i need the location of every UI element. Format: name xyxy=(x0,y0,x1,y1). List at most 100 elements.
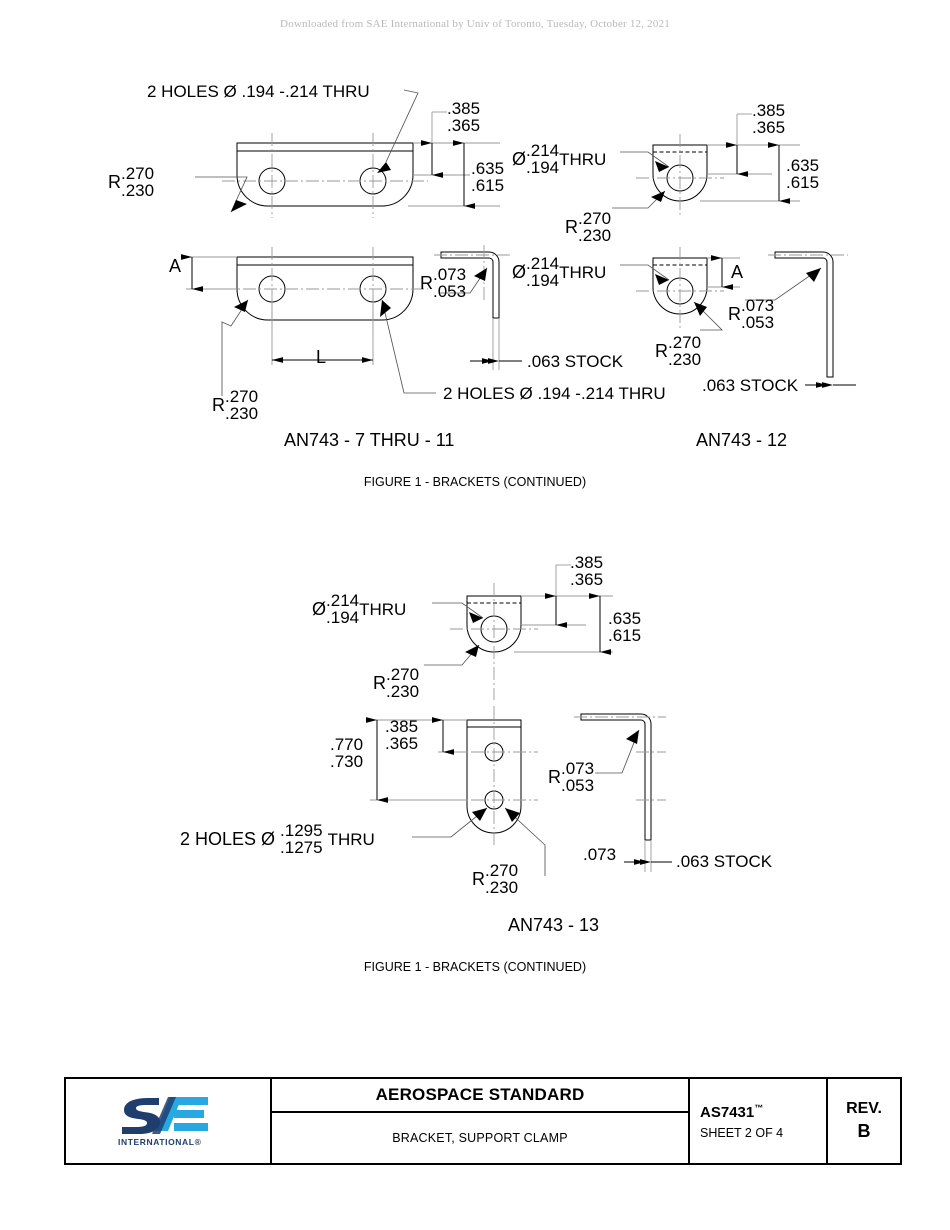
corner-radius-b: R .270 .230 xyxy=(565,210,611,245)
part-number-an743-12: AN743 - 12 xyxy=(696,430,788,450)
flange-height-c2: .385 .365 xyxy=(385,718,418,753)
overall-height-b: .635 .615 xyxy=(786,157,819,192)
bend-radius-max: .073 xyxy=(433,265,467,284)
title-block-logo-cell: INTERNATIONAL® xyxy=(66,1079,272,1163)
flange-height-min-c2: .365 xyxy=(385,734,419,754)
title-block-doc-cell: AS7431™ SHEET 2 OF 4 xyxy=(690,1079,828,1163)
bend-radius-max-c: .073 xyxy=(561,759,595,778)
radius-symbol-b: R xyxy=(565,217,578,238)
trademark-symbol: ™ xyxy=(754,1102,764,1113)
hole-dia-b2: Ø .214 .194 THRU xyxy=(512,255,606,290)
diameter-symbol-2: Ø xyxy=(512,262,527,283)
two-holes-suffix: THRU xyxy=(327,829,375,849)
hole-spacing-c: .770 .730 xyxy=(330,736,363,771)
hole-dia-min-2: .194 xyxy=(526,271,560,291)
radius-max-b2: .270 xyxy=(668,333,702,352)
stock-note-b: .063 STOCK xyxy=(702,376,799,395)
overall-height-min: .615 xyxy=(471,176,505,196)
title-block-title-cell: AEROSPACE STANDARD BRACKET, SUPPORT CLAM… xyxy=(272,1079,690,1163)
diameter-symbol-c: Ø xyxy=(312,599,327,620)
bend-radius-symbol: R xyxy=(420,273,433,294)
radius-max-c: .270 xyxy=(386,665,420,684)
overall-height-max-b: .635 xyxy=(786,156,820,175)
hole-spacing-max: .770 xyxy=(330,735,364,754)
figure-caption-top: FIGURE 1 - BRACKETS (CONTINUED) xyxy=(363,475,587,489)
flange-height-b: .385 .365 xyxy=(752,102,785,137)
bend-radius-max-b: .073 xyxy=(741,296,775,315)
thru-note-c: THRU xyxy=(359,599,407,619)
thru-note-2: THRU xyxy=(559,262,607,282)
hole-dia-max: .214 xyxy=(526,141,560,160)
overall-height-max-c: .635 xyxy=(608,609,642,628)
flange-height-max-c: .385 xyxy=(570,553,604,572)
radius-min-b2: .230 xyxy=(668,350,702,370)
hole-dia-min-c: .194 xyxy=(326,608,360,628)
flange-height-max: .385 xyxy=(447,99,481,118)
bend-radius-min-b: .053 xyxy=(741,313,775,333)
standard-type: AEROSPACE STANDARD xyxy=(272,1079,688,1113)
diameter-symbol: Ø xyxy=(512,149,527,170)
overall-height-max: .635 xyxy=(471,159,505,178)
revision-value: B xyxy=(857,1121,871,1141)
overall-height-min-c: .615 xyxy=(608,626,642,646)
bend-radius-b: R .073 .053 xyxy=(728,297,774,332)
radius-symbol: R xyxy=(108,172,121,193)
radius-min: .230 xyxy=(121,181,155,201)
dim-a-label: A xyxy=(169,256,182,276)
document-number: AS7431™ xyxy=(700,1102,764,1121)
part-number-an743-13: AN743 - 13 xyxy=(508,915,600,935)
hole-dia-max-2: .214 xyxy=(526,254,560,273)
overall-height-min-b: .615 xyxy=(786,173,820,193)
corner-radius-c2: R .270 .230 xyxy=(472,862,518,897)
stock-note-c: .063 STOCK xyxy=(676,852,773,871)
flange-height-a: .385 .365 xyxy=(447,100,480,135)
radius-min-c: .230 xyxy=(386,682,420,702)
flange-height-min-b: .365 xyxy=(752,118,786,138)
two-holes-note-c: 2 HOLES Ø .1295 .1275 THRU xyxy=(180,822,375,857)
corner-radius-b2: R .270 .230 xyxy=(655,334,701,369)
sae-logo-mark xyxy=(122,1097,208,1134)
bend-radius-min: .053 xyxy=(433,282,467,302)
title-block: INTERNATIONAL® AEROSPACE STANDARD BRACKE… xyxy=(64,1077,902,1165)
flange-height-min: .365 xyxy=(447,116,481,136)
revision-label: REV. xyxy=(846,1100,882,1117)
overall-height-a: .635 .615 xyxy=(471,160,504,195)
thru-note: THRU xyxy=(559,149,607,169)
flange-height-min-c: .365 xyxy=(570,570,604,590)
bend-radius-symbol-b: R xyxy=(728,304,741,325)
dim-a-label-b: A xyxy=(731,262,744,282)
two-holes-min: .1275 xyxy=(280,838,323,858)
radius-max-b: .270 xyxy=(578,209,612,228)
sae-logo-subtext: INTERNATIONAL® xyxy=(118,1137,202,1147)
flange-height-c: .385 .365 xyxy=(570,554,603,589)
overall-height-c: .635 .615 xyxy=(608,610,641,645)
radius-symbol-b2: R xyxy=(655,341,668,362)
radius-min-b: .230 xyxy=(578,226,612,246)
radius-symbol-c2: R xyxy=(472,869,485,890)
radius-max-2: .270 xyxy=(225,387,259,406)
radius-min-2: .230 xyxy=(225,404,259,424)
bend-radius-c: R .073 .053 xyxy=(548,760,594,795)
corner-radius-c: R .270 .230 xyxy=(373,666,419,701)
figure-caption-bottom: FIGURE 1 - BRACKETS (CONTINUED) xyxy=(363,960,587,974)
holes-note-a2: 2 HOLES Ø .194 -.214 THRU xyxy=(443,384,666,403)
hole-dia-max-c: .214 xyxy=(326,591,360,610)
leg-dim-c: .073 xyxy=(583,845,617,864)
radius-symbol-c: R xyxy=(373,673,386,694)
corner-radius-a2: R .270 .230 xyxy=(212,388,258,423)
dim-l-label: L xyxy=(316,347,327,367)
bend-radius-symbol-c: R xyxy=(548,767,561,788)
corner-radius-a: R .270 .230 xyxy=(108,165,154,200)
document-title: BRACKET, SUPPORT CLAMP xyxy=(392,1131,568,1145)
hole-spacing-min: .730 xyxy=(330,752,364,772)
sae-logo: INTERNATIONAL® xyxy=(112,1095,224,1147)
stock-note-a: .063 STOCK xyxy=(527,352,624,371)
two-holes-max: .1295 xyxy=(280,821,323,840)
part-number-an743-7-11: AN743 - 7 THRU - 11 xyxy=(284,430,455,450)
radius-max: .270 xyxy=(121,164,155,183)
radius-min-c2: .230 xyxy=(485,878,519,898)
radius-symbol-2: R xyxy=(212,395,225,416)
hole-dia-c: Ø .214 .194 THRU xyxy=(312,592,406,627)
bend-radius-a: R .073 .053 xyxy=(420,266,466,301)
